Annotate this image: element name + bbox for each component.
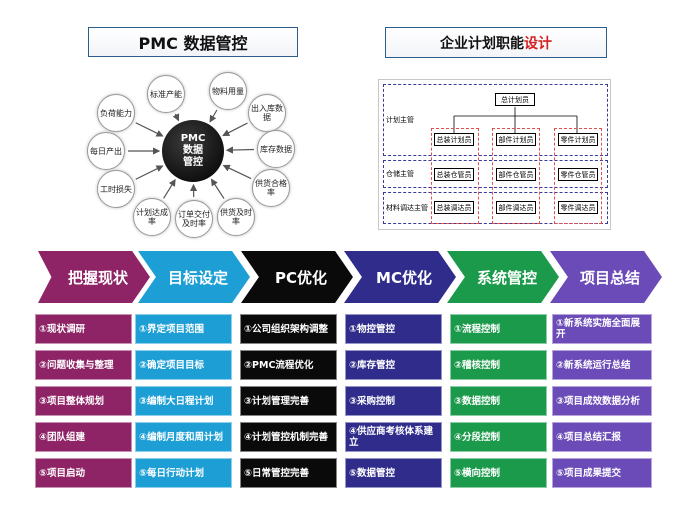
task-cell: ⑤项目启动 — [35, 458, 132, 488]
pmc-arrow — [222, 164, 252, 180]
org-lines — [453, 107, 578, 133]
planning-function-title: 企业计划职能设计 — [385, 27, 607, 58]
pmc-title: PMC 数据管控 — [88, 27, 298, 57]
pmc-arrow — [222, 122, 248, 137]
org-col-assembly — [431, 128, 479, 224]
pmc-arrows — [128, 109, 255, 199]
pmc-arrow — [135, 165, 164, 180]
task-cell: ①公司组织架构调整 — [240, 314, 337, 344]
task-cell: ④团队组建 — [35, 422, 132, 452]
org-row-warehouse-frame — [383, 160, 608, 188]
org-box: 部件计划员 — [496, 133, 536, 146]
task-cell: ②确定项目目标 — [135, 350, 232, 380]
phase-chevron-4: MC优化 — [344, 251, 456, 303]
task-cell: ④项目总结汇报 — [552, 422, 652, 452]
task-cell: ①界定项目范围 — [135, 314, 232, 344]
task-cell: ③采购控制 — [345, 386, 442, 416]
pmc-arrow — [135, 122, 164, 137]
pmc-item: 负荷能力 — [97, 94, 135, 132]
phase-chevron-1: 把握现状 — [38, 251, 150, 303]
org-box: 零件计划员 — [558, 133, 598, 146]
task-cell: ③数据控制 — [450, 386, 547, 416]
pmc-item: 工时损失 — [97, 170, 135, 208]
task-cell: ③计划管理完善 — [240, 386, 337, 416]
pmc-item: 物料用量 — [209, 72, 247, 110]
pmc-arrow — [210, 178, 225, 199]
org-box: 总装调达员 — [434, 201, 474, 214]
phase-chevron-5: 系统管控 — [447, 251, 559, 303]
task-cell: ⑤项目成果提交 — [552, 458, 652, 488]
pmc-arrow — [172, 113, 180, 122]
task-cell: ④供应商考核体系建立 — [345, 422, 442, 452]
org-row-label: 仓储主管 — [386, 170, 414, 178]
phase-banner: 把握现状 目标设定 PC优化 MC优化 系统管控 项目总结 — [38, 251, 668, 303]
pmc-item: 订单交付及时率 — [175, 200, 213, 238]
org-chart: 总计划员 计划主管 总装计划员 部件计划员 零件计划员 仓储主管 总装仓管员 部… — [378, 79, 611, 230]
pmc-center: PMC 数据 管控 — [162, 120, 224, 182]
pmc-item: 出入库数据 — [248, 94, 286, 132]
task-cell: ②问题收集与整理 — [35, 350, 132, 380]
task-cell: ⑤日常管控完善 — [240, 458, 337, 488]
org-box: 零件调达员 — [558, 201, 598, 214]
task-cell: ②PMC流程优化 — [240, 350, 337, 380]
pmc-item: 供货合格率 — [252, 169, 290, 207]
task-cell: ⑤横向控制 — [450, 458, 547, 488]
pmc-diagram: PMC 数据 管控 标准产能物料用量出入库数据库存数据供货合格率供货及时率订单交… — [85, 72, 295, 242]
org-col-components — [554, 128, 602, 224]
task-cell: ②新系统运行总结 — [552, 350, 652, 380]
pmc-item: 计划达成率 — [133, 198, 171, 236]
org-box: 总装计划员 — [434, 133, 474, 146]
phase-chevron-2: 目标设定 — [138, 251, 250, 303]
task-cell: ②库存管控 — [345, 350, 442, 380]
pmc-item: 每日产出 — [87, 132, 125, 170]
task-cell: ⑤每日行动计划 — [135, 458, 232, 488]
org-top-box: 总计划员 — [495, 93, 535, 106]
org-row-planning-frame — [383, 84, 608, 156]
pmc-item: 库存数据 — [257, 130, 295, 168]
org-col-parts — [492, 128, 540, 224]
title-highlight: 设计 — [524, 35, 552, 52]
pmc-arrow — [225, 146, 255, 154]
org-row-label: 材料调达主管 — [386, 204, 428, 212]
phase-chevron-6: 项目总结 — [550, 251, 662, 303]
task-cell: ①新系统实施全面展开 — [552, 314, 652, 344]
task-cell: ①现状调研 — [35, 314, 132, 344]
org-box: 部件调达员 — [496, 201, 536, 214]
task-cell: ④编制月度和周计划 — [135, 422, 232, 452]
task-cell: ③项目整体规划 — [35, 386, 132, 416]
pmc-arrow — [209, 109, 218, 123]
org-row-label: 计划主管 — [386, 116, 414, 124]
task-cell: ④计划管控机制完善 — [240, 422, 337, 452]
task-cell: ③编制大日程计划 — [135, 386, 232, 416]
task-cell: ②稽核控制 — [450, 350, 547, 380]
task-cell: ①流程控制 — [450, 314, 547, 344]
title-prefix: 企业计划职能 — [440, 35, 524, 52]
task-cell: ①物控管控 — [345, 314, 442, 344]
org-box: 部件仓管员 — [496, 168, 536, 181]
pmc-item: 供货及时率 — [217, 198, 255, 236]
pmc-arrow — [163, 178, 176, 199]
org-box: 零件仓管员 — [558, 168, 598, 181]
phase-chevron-3: PC优化 — [241, 251, 353, 303]
task-cell: ④分段控制 — [450, 422, 547, 452]
pmc-item: 标准产能 — [147, 75, 185, 113]
org-box: 总装仓管员 — [434, 168, 474, 181]
task-cell: ⑤数据管控 — [345, 458, 442, 488]
task-cell: ③项目成效数据分析 — [552, 386, 652, 416]
